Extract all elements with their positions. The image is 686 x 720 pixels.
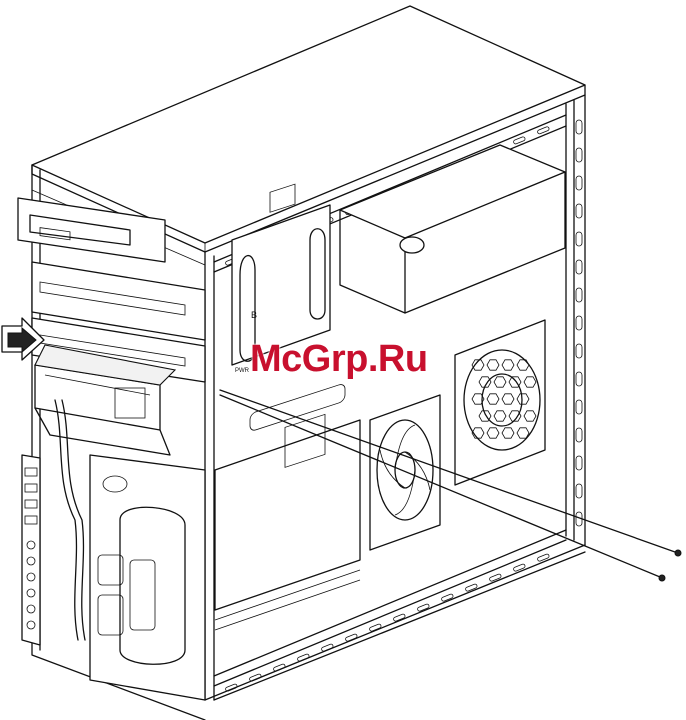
frame-slot — [576, 456, 582, 470]
frame-slot — [576, 120, 582, 134]
frame-slot — [249, 674, 262, 682]
frame-slot — [576, 316, 582, 330]
rear-fan — [455, 320, 545, 485]
frame-slot — [576, 428, 582, 442]
screw-head-lower — [659, 575, 665, 581]
watermark-text: McGrp.Ru — [250, 338, 428, 381]
frame-slot — [465, 584, 478, 592]
front-io-panel — [22, 455, 40, 645]
frame-slot — [576, 288, 582, 302]
frame-slot — [576, 344, 582, 358]
frame-slot — [576, 484, 582, 498]
screw-head-upper — [675, 550, 681, 556]
frame-slot — [273, 664, 286, 672]
frame-slot — [576, 176, 582, 190]
frame-slot — [576, 232, 582, 246]
power-mark-label: PWR — [235, 368, 250, 374]
frame-slot — [576, 148, 582, 162]
frame-slot — [576, 260, 582, 274]
frame-slots-right — [576, 120, 582, 526]
bracket-letter-label: B — [251, 310, 257, 320]
lower-drive-brackets — [55, 400, 205, 700]
frame-slot — [576, 400, 582, 414]
frame-slot — [576, 372, 582, 386]
front-fan — [370, 395, 440, 550]
chassis-tray — [215, 383, 360, 630]
frame-slot — [576, 204, 582, 218]
